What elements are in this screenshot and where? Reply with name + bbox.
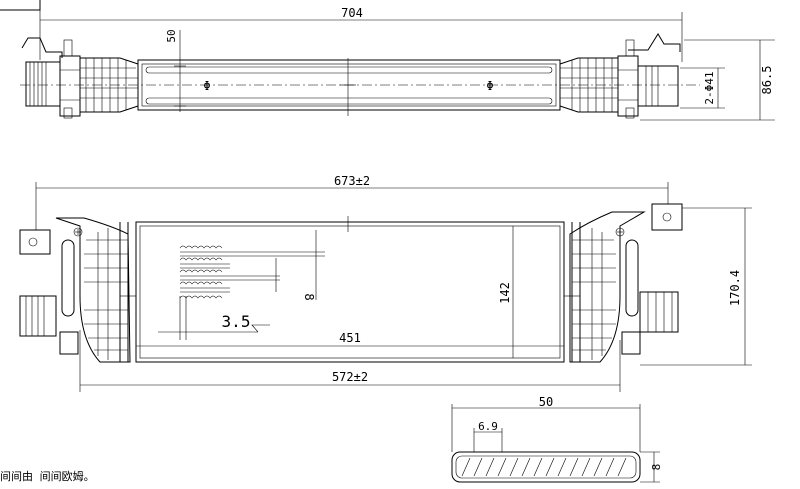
- right-tank: [569, 203, 683, 363]
- front-view: 673±2 170.4 142 451 572±2: [19, 174, 752, 392]
- dim-673-label: 673±2: [334, 174, 370, 188]
- fin-pitch-label: 3.5: [222, 312, 251, 331]
- left-tank: [19, 217, 131, 363]
- dim-572-label: 572±2: [332, 370, 368, 384]
- section-height-label: 8: [650, 464, 663, 471]
- footer-note: 间间由 间间欧姆。: [0, 469, 95, 483]
- top-view: 704 86.5 2-Φ41 50 Φ Φ: [20, 6, 775, 121]
- fin-height-label: 8: [302, 293, 316, 300]
- dim-451-label: 451: [339, 331, 361, 345]
- section-pitch-label: 6.9: [478, 420, 498, 433]
- dim-142-label: 142: [498, 282, 512, 304]
- phi-mark-right: Φ: [486, 79, 493, 93]
- section-width-label: 50: [539, 395, 553, 409]
- dim-86-5-label: 86.5: [760, 66, 774, 95]
- dim-704-label: 704: [341, 6, 363, 20]
- dim-port-label: 2-Φ41: [703, 71, 716, 104]
- dim-50-top-label: 50: [165, 29, 178, 42]
- dim-170-4-label: 170.4: [728, 270, 742, 306]
- title-block-corner: [0, 0, 41, 11]
- section-view: 50 6.9 8: [451, 395, 663, 483]
- phi-mark-left: Φ: [203, 79, 210, 93]
- fin-detail: 8 3.5: [158, 230, 325, 340]
